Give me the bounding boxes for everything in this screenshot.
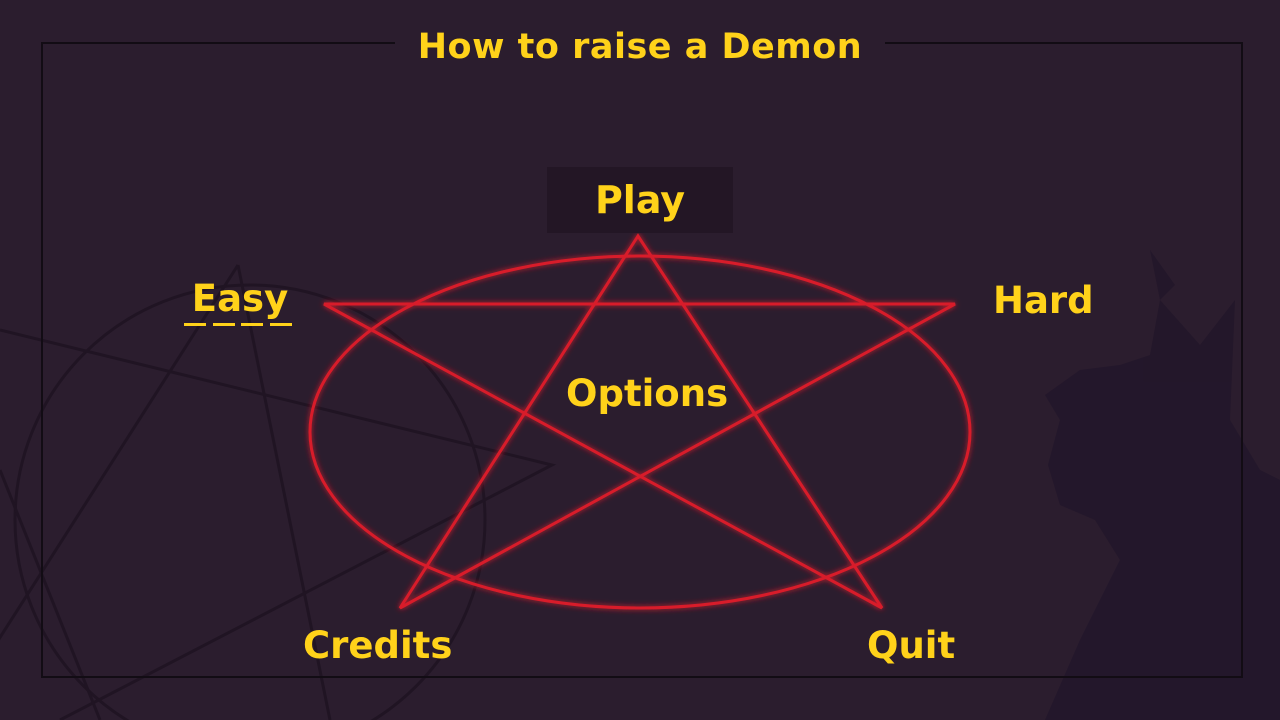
- options-button[interactable]: Options: [566, 372, 729, 415]
- easy-label: Easy: [191, 277, 289, 320]
- screen-frame: [41, 42, 1243, 678]
- demon-silhouette: [1045, 250, 1280, 720]
- faded-pentagram-decoration: [0, 264, 557, 720]
- hard-difficulty-button[interactable]: Hard: [993, 279, 1094, 322]
- play-button-label: Play: [594, 178, 686, 222]
- pentagram-circle: [308, 254, 972, 610]
- credits-button[interactable]: Credits: [303, 624, 453, 667]
- selected-indicator: [184, 323, 292, 326]
- easy-difficulty-button[interactable]: Easy: [184, 280, 296, 326]
- pentagram-star: [323, 233, 956, 610]
- pentagram-symbol: [308, 233, 972, 610]
- quit-button[interactable]: Quit: [867, 624, 956, 667]
- game-title: How to raise a Demon: [395, 22, 885, 72]
- play-button[interactable]: Play: [547, 167, 733, 233]
